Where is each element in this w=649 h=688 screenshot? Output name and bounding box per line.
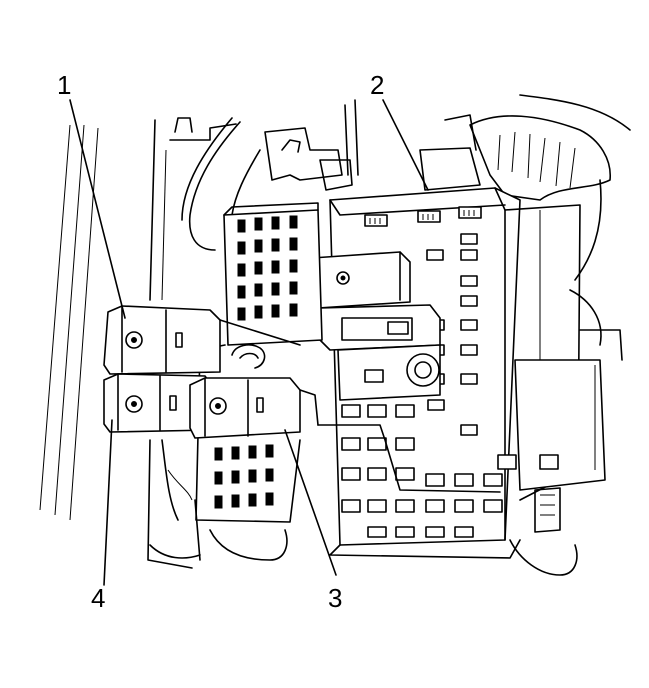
leader-lines bbox=[69, 99, 429, 586]
callout-4: 4 bbox=[91, 583, 106, 613]
right-side-connector bbox=[497, 289, 623, 576]
relay-1 bbox=[103, 305, 301, 375]
leader-line-3 bbox=[284, 429, 337, 576]
leader-line-4 bbox=[103, 419, 113, 586]
upper-connector bbox=[264, 99, 481, 191]
wire-loop bbox=[231, 344, 266, 369]
tall-connector bbox=[149, 202, 323, 561]
callout-1: 1 bbox=[57, 70, 72, 100]
callout-2: 2 bbox=[370, 70, 385, 100]
lower-fuse-grid bbox=[317, 404, 503, 538]
relay-3 bbox=[189, 377, 319, 439]
harness-top-left bbox=[169, 117, 261, 251]
top-fuse-slots bbox=[364, 206, 482, 227]
leader-line-1 bbox=[69, 99, 126, 319]
callout-3: 3 bbox=[328, 583, 343, 613]
leader-line-2 bbox=[382, 99, 429, 191]
